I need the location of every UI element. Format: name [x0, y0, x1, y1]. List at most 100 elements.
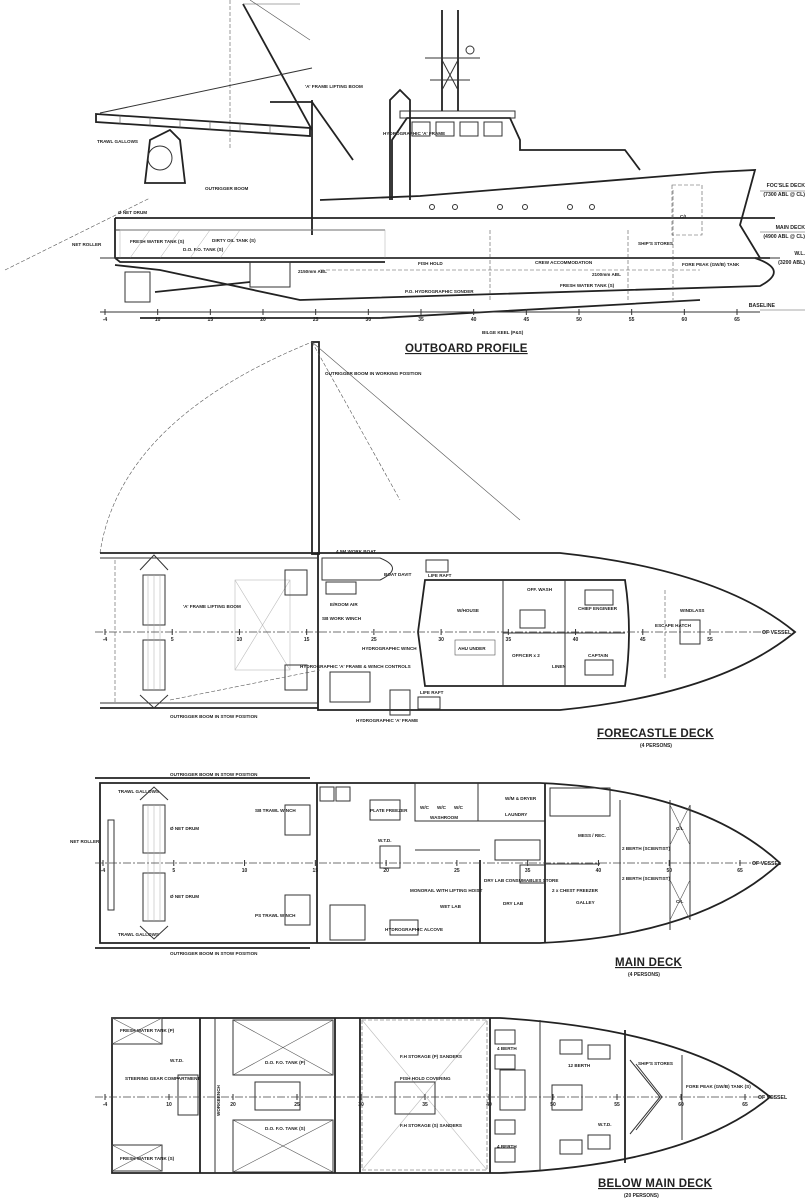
frame-tick-label: 50	[666, 868, 672, 874]
level-main-deck-value: (4900 ABL @ CL)	[763, 234, 805, 240]
fish-hold	[361, 1019, 488, 1171]
frame-tick-label: -4	[103, 317, 108, 323]
label-berth12: 12 BERTH	[568, 1063, 591, 1068]
label-eroom-air: E/ROOM AIR	[330, 602, 358, 607]
frame-tick-label: 50	[576, 317, 582, 323]
label-abl-2100: 2100mm ABL	[592, 272, 621, 277]
label-washroom: WASHROOM	[430, 815, 458, 820]
frame-tick-label: 10	[166, 1102, 172, 1108]
label-life-raft-1: LIFE RAFT	[428, 573, 452, 578]
label-net-drum: Ø NET DRUM	[118, 210, 147, 215]
label-fore-peak: FORE PEAK (GW/B) TANK	[682, 262, 740, 267]
main-deck-title: MAIN DECK	[615, 957, 682, 969]
label-monorail: MONORAIL WITH LIFTING HOIST	[410, 888, 483, 893]
frame-tick-label: 30	[366, 317, 372, 323]
label-cl-vessel: OF VESSEL	[758, 1095, 788, 1101]
label-fh-storage-s: F.H STORAGE (S) SANDERS	[400, 1123, 462, 1128]
trawl-gallows	[143, 128, 187, 184]
dofo-tank-s	[232, 1119, 334, 1173]
label-hydro-controls: HYDROGRAPHIC 'A' FRAME & WINCH CONTROLS	[300, 664, 411, 669]
label-berth4-b: 4 BERTH	[497, 1144, 517, 1149]
stair	[499, 1069, 526, 1111]
label-net-drum-1: Ø NET DRUM	[170, 826, 199, 831]
label-galley: GALLEY	[576, 900, 595, 905]
forecastle-hull	[317, 552, 797, 711]
label-sonder: P.O. HYDROGRAPHIC SONDER	[405, 289, 474, 294]
label-wheelhouse: W/HOUSE	[457, 608, 479, 613]
label-wc-3: W/C	[454, 805, 464, 810]
label-workbench: WORKBENCH	[216, 1084, 221, 1116]
net-drums	[139, 554, 169, 709]
ps-trawl-winch	[284, 894, 311, 926]
label-chief-engineer: CHIEF ENGINEER	[578, 606, 618, 611]
frame-tick-label: 30	[438, 637, 444, 643]
frame-tick-label: 65	[742, 1102, 748, 1108]
label-sb-work-winch: SB WORK WINCH	[322, 616, 362, 621]
hydrographic-alcove	[389, 919, 419, 936]
label-dofo-s: D.O. F.O. TANK (S)	[265, 1126, 306, 1131]
label-dry-store: DRY LAB CONSUMABLES STORE	[484, 878, 558, 883]
label-cl: C/L	[680, 214, 688, 219]
frame-tick-label: 5	[171, 637, 174, 643]
label-fw-s: FRESH WATER TANK (S)	[120, 1156, 175, 1161]
label-net-roller: NET ROLLER	[72, 242, 102, 247]
main-deck-hull	[99, 782, 782, 944]
frame-tick-label: -4	[103, 1102, 108, 1108]
engine	[254, 1081, 301, 1111]
label-boom-working: OUTRIGGER BOOM IN WORKING POSITION	[325, 371, 422, 376]
frame-tick-label: 15	[304, 637, 310, 643]
level-main-deck: MAIN DECK	[776, 225, 806, 231]
frame-tick-label: 35	[525, 868, 531, 874]
label-steering: STEERING GEAR COMPARTMENT	[125, 1076, 200, 1081]
label-ships-stores: SHIP'S STORES	[638, 1061, 673, 1066]
label-wtd-2: W.T.D.	[598, 1122, 612, 1127]
bow-bulwark	[319, 169, 761, 259]
frame-tick-label: 35	[422, 1102, 428, 1108]
frame-tick-label: 40	[486, 1102, 492, 1108]
main-deck-subtitle: (4 PERSONS)	[628, 972, 660, 978]
label-outrigger-boom: OUTRIGGER BOOM	[205, 186, 249, 191]
label-fw-tank: FRESH WATER TANK (S)	[130, 239, 185, 244]
label-wc-1: W/C	[420, 805, 430, 810]
frame-tick-label: -4	[101, 868, 106, 874]
label-life-raft-2: LIFE RAFT	[420, 690, 444, 695]
label-a-frame-boom: 'A' FRAME LIFTING BOOM	[305, 84, 363, 89]
label-fish-hold: FISH HOLD COVERING	[400, 1076, 451, 1081]
label-linen: LINEN	[552, 664, 566, 669]
label-abl-2150: 2150mm ABL	[298, 269, 327, 274]
frame-tick-label: 40	[596, 868, 602, 874]
fresh-water-tank-s	[111, 1144, 163, 1172]
label-officer: OFFICER x 2	[512, 653, 540, 658]
label-boom-stow-bottom: OUTRIGGER BOOM IN STOW POSITION	[170, 951, 258, 956]
label-boom-stow: OUTRIGGER BOOM IN STOW POSITION	[170, 714, 258, 719]
frame-tick-label: 15	[208, 317, 214, 323]
label-hydro-alcove: HYDROGRAPHIC ALCOVE	[385, 927, 443, 932]
level-focsle-deck-value: (7300 ABL @ CL)	[763, 192, 805, 198]
label-gallows-bottom: TRAWL GALLOWS	[118, 932, 159, 937]
frame-tick-label: 60	[682, 317, 688, 323]
frame-tick-label: 25	[454, 868, 460, 874]
label-cl-vessel: OF VESSEL	[762, 630, 792, 636]
label-washer-dryer: W/M & DRYER	[505, 796, 537, 801]
label-laundry: LAUNDRY	[505, 812, 527, 817]
level-focsle-deck: FOC'SLE DECK	[767, 183, 806, 189]
hydrographic-a-frame-plan	[389, 689, 411, 716]
label-bilge-keel: BILGE KEEL (P&S)	[482, 330, 524, 335]
label-fish-hold: FISH HOLD	[418, 261, 443, 266]
outboard-profile-title: OUTBOARD PROFILE	[405, 343, 528, 355]
frame-tick-label: 65	[737, 868, 743, 874]
work-boat	[321, 557, 393, 581]
label-wtd-1: W.T.D.	[170, 1058, 184, 1063]
frame-tick-label: 40	[573, 637, 579, 643]
label-wc-2: W/C	[437, 805, 447, 810]
label-sb-winch: SB TRAWL WINCH	[255, 808, 296, 813]
frame-tick-label: 25	[294, 1102, 300, 1108]
label-berth4-a: 4 BERTH	[497, 1046, 517, 1051]
superstructure	[391, 117, 641, 200]
label-fore-peak: FORE PEAK (GW/B) TANK (S)	[686, 1084, 751, 1089]
label-boat-davit: BOAT DAVIT	[384, 572, 412, 577]
label-escape-hatch: ESCAPE HATCH	[655, 623, 692, 628]
label-dirty-oil: DIRTY OIL TANK (S)	[212, 238, 256, 243]
label-plate-freezer: PLATE FREEZER	[370, 808, 408, 813]
